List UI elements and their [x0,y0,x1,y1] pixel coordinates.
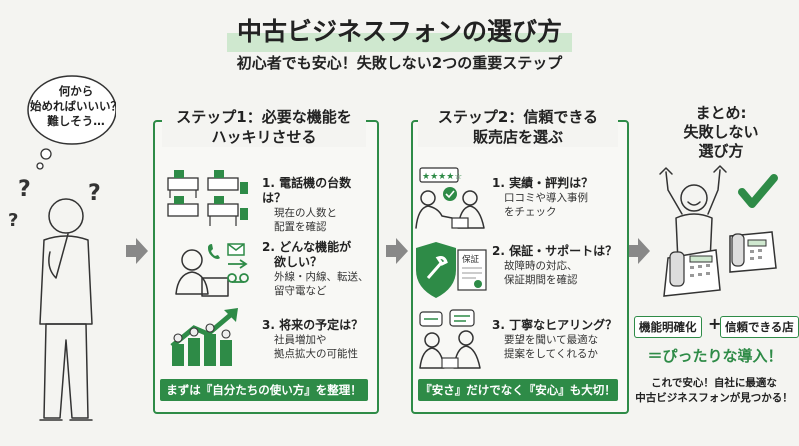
step2-item-3-title: 3. 丁寧なヒアリング？ [492,318,618,332]
step1-item-2-desc2: 留守電など [274,285,327,297]
step1-item-1: 1. 電話機の台数は？ 現在の人数と 配置を確認 [262,176,372,234]
step2-item-3-desc2: 提案をしてくれるか [504,348,598,360]
svg-text:?: ? [88,181,101,206]
step2-title-line1: ステップ2：信頼できる [437,108,599,126]
page-title-text: 中古ビジネスフォンの選び方 [226,10,572,52]
warranty-shield-icon: 保証 [416,242,487,298]
arrow-right-icon [628,238,650,264]
summary-closing: これで安心！自社に最適な 中古ビジネスフォンが見つかる！ [630,376,798,406]
step1-title-line1: ステップ1：必要な機能を [176,108,352,126]
step2-item-3: 3. 丁寧なヒアリング？ 要望を聞いて最適な 提案をしてくれるか [492,318,622,361]
warranty-doc-label: 保証 [462,254,480,265]
step2-item-2-title: 2. 保証・サポートは？ [492,244,618,258]
step2-item-2-desc1: 故障時の対応、 [504,260,578,272]
svg-text:?: ? [18,177,31,202]
step1-item-2-title2: 欲しい？ [274,255,323,269]
page-subtitle: 初心者でも安心！失敗しない2つの重要ステップ [236,54,563,72]
step1-item-1-desc1: 現在の人数と [274,207,337,219]
summary-title-line2: 失敗しない [683,123,759,141]
summary-tag-function: 機能明確化 [634,316,702,338]
step2-item-2: 2. 保証・サポートは？ 故障時の対応、 保証期間を確認 [492,244,622,287]
summary-closing-line1: これで安心！自社に最適な [651,377,777,389]
step1-item-2: 2. どんな機能が 欲しい？ 外線・内線、転送、 留守電など [262,240,374,298]
plus-sign: + [708,314,722,333]
page-title: 中古ビジネスフォンの選び方 [0,10,799,52]
step1-banner: まずは『自分たちの使い方』を整理！ [160,379,368,401]
thought-bubble-text: 何から 始めればいいい？ 難しそう… [28,84,124,129]
phone-functions-icon [175,243,249,297]
step2-title: ステップ2：信頼できる 販売店を選ぶ [418,107,618,147]
step1-item-3-desc1: 社員増加や [274,334,327,346]
svg-text:?: ? [8,210,18,231]
step2-item-1-desc1: 口コミや導入事例 [504,192,588,204]
rating-stars: ★★★★☆ [422,172,462,182]
happy-person-with-phones-illustration [659,165,778,297]
growth-chart-icon [170,308,238,366]
step2-item-1-title: 1. 実績・評判は？ [492,176,594,190]
step1-item-2-desc1: 外線・内線、転送、 [274,271,369,283]
step2-item-3-desc1: 要望を聞いて最適な [504,334,599,346]
step2-banner: 『安さ』だけでなく『安心』も大切！ [418,379,618,401]
step1-item-3-desc2: 拠点拡大の可能性 [274,348,358,360]
office-desks-icon [167,170,248,226]
step1-item-1-title: 1. 電話機の台数は？ [262,176,352,205]
thought-line-3: 難しそう… [47,114,105,128]
summary-tag-store: 信頼できる店 [720,316,799,338]
step2-item-1-desc2: をチェック [504,206,557,218]
confused-person-illustration: ? ? ? [8,75,116,421]
step1-item-3: 3. 将来の予定は？ 社員増加や 拠点拡大の可能性 [262,318,374,361]
thought-line-2: 始めればいいい？ [30,99,122,113]
consultation-icon [419,309,481,369]
thought-line-1: 何から [58,84,94,98]
step1-item-3-title: 3. 将来の予定は？ [262,318,364,332]
step2-item-2-desc2: 保証期間を確認 [504,274,578,286]
step2-title-line2: 販売店を選ぶ [472,128,563,146]
step1-title: ステップ1：必要な機能を ハッキリさせる [162,107,366,147]
summary-closing-line2: 中古ビジネスフォンが見つかる！ [635,392,793,404]
step2-item-1: 1. 実績・評判は？ 口コミや導入事例 をチェック [492,176,622,219]
summary-title-line1: まとめ: [695,104,747,122]
arrow-right-icon [386,238,408,264]
summary-result: ＝ぴったりな導入！ [647,347,783,365]
summary-title-line3: 選び方 [698,142,744,160]
handshake-icon: ★★★★☆ [415,167,485,229]
step1-title-line2: ハッキリさせる [211,128,317,146]
step1-item-1-desc2: 配置を確認 [274,221,327,233]
step1-item-2-title: 2. どんな機能が [262,240,352,254]
arrow-right-icon [126,238,148,264]
summary-title: まとめ: 失敗しない 選び方 [648,104,794,161]
